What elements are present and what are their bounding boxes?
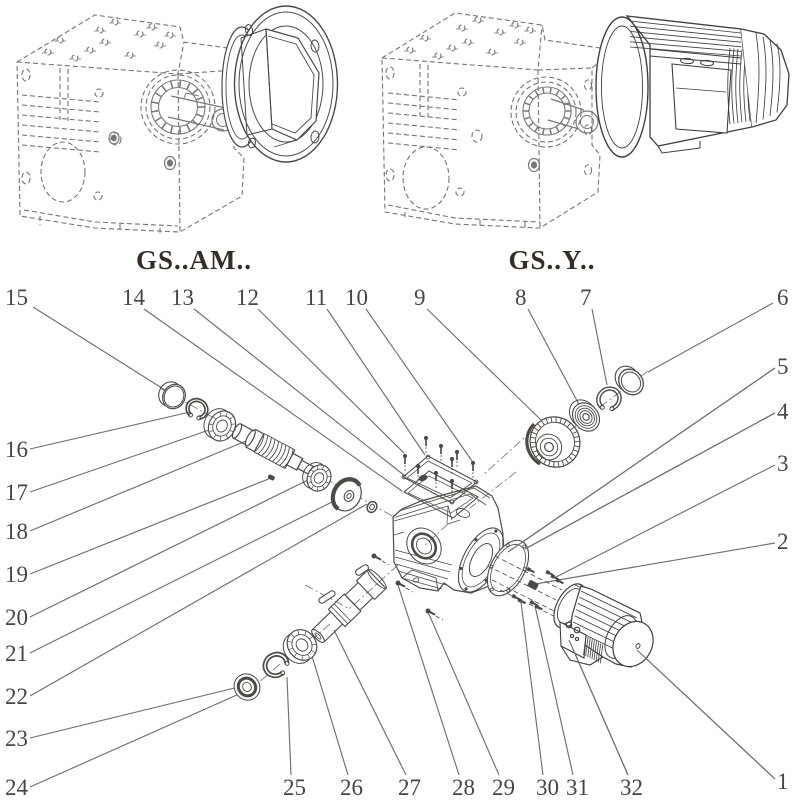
svg-text:GS..AM..: GS..AM..	[136, 245, 252, 275]
svg-text:32: 32	[620, 775, 643, 800]
svg-text:30: 30	[536, 775, 559, 800]
svg-text:11: 11	[305, 285, 327, 310]
svg-text:16: 16	[5, 437, 28, 462]
svg-text:4: 4	[777, 399, 789, 424]
svg-text:18: 18	[5, 519, 28, 544]
svg-text:17: 17	[5, 480, 28, 505]
svg-text:29: 29	[492, 775, 515, 800]
svg-text:15: 15	[5, 285, 28, 310]
svg-text:28: 28	[452, 775, 475, 800]
svg-text:9: 9	[414, 285, 426, 310]
svg-text:13: 13	[171, 285, 194, 310]
svg-text:24: 24	[5, 775, 29, 800]
svg-text:19: 19	[5, 562, 28, 587]
svg-text:5: 5	[777, 354, 789, 379]
svg-text:22: 22	[5, 684, 28, 709]
svg-text:7: 7	[580, 285, 592, 310]
svg-text:2: 2	[777, 529, 789, 554]
svg-text:20: 20	[5, 605, 28, 630]
svg-text:1: 1	[777, 769, 789, 794]
svg-text:8: 8	[515, 285, 527, 310]
svg-text:14: 14	[122, 285, 146, 310]
svg-text:26: 26	[340, 775, 363, 800]
svg-text:27: 27	[398, 775, 421, 800]
svg-text:GS..Y..: GS..Y..	[508, 245, 595, 275]
svg-text:31: 31	[566, 775, 589, 800]
svg-text:3: 3	[777, 451, 789, 476]
svg-text:10: 10	[345, 285, 368, 310]
svg-text:23: 23	[5, 726, 28, 751]
svg-text:21: 21	[5, 641, 28, 666]
svg-text:12: 12	[236, 285, 259, 310]
svg-text:6: 6	[777, 285, 789, 310]
svg-text:25: 25	[283, 775, 306, 800]
